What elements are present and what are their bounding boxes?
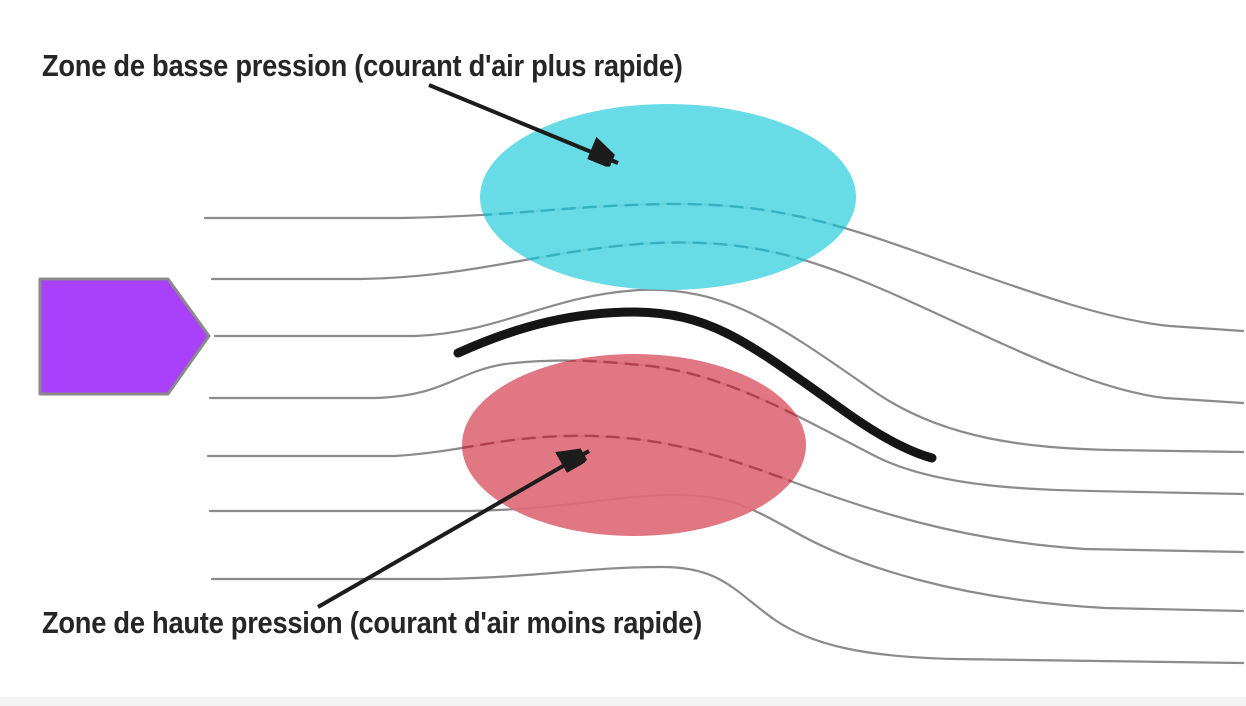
low-pressure-annotation-arrow (428, 83, 619, 163)
high-pressure-annotation-arrow (317, 451, 590, 609)
bottom-divider (0, 697, 1246, 706)
low-pressure-label: Zone de basse pression (courant d'air pl… (42, 48, 683, 83)
wing-profile (453, 307, 937, 463)
annotation-arrows (317, 83, 619, 609)
airflow-direction-arrow (38, 277, 211, 396)
high-pressure-zone (462, 354, 806, 536)
high-pressure-label: Zone de haute pression (courant d'air mo… (42, 605, 702, 640)
low-pressure-zone (480, 104, 856, 290)
